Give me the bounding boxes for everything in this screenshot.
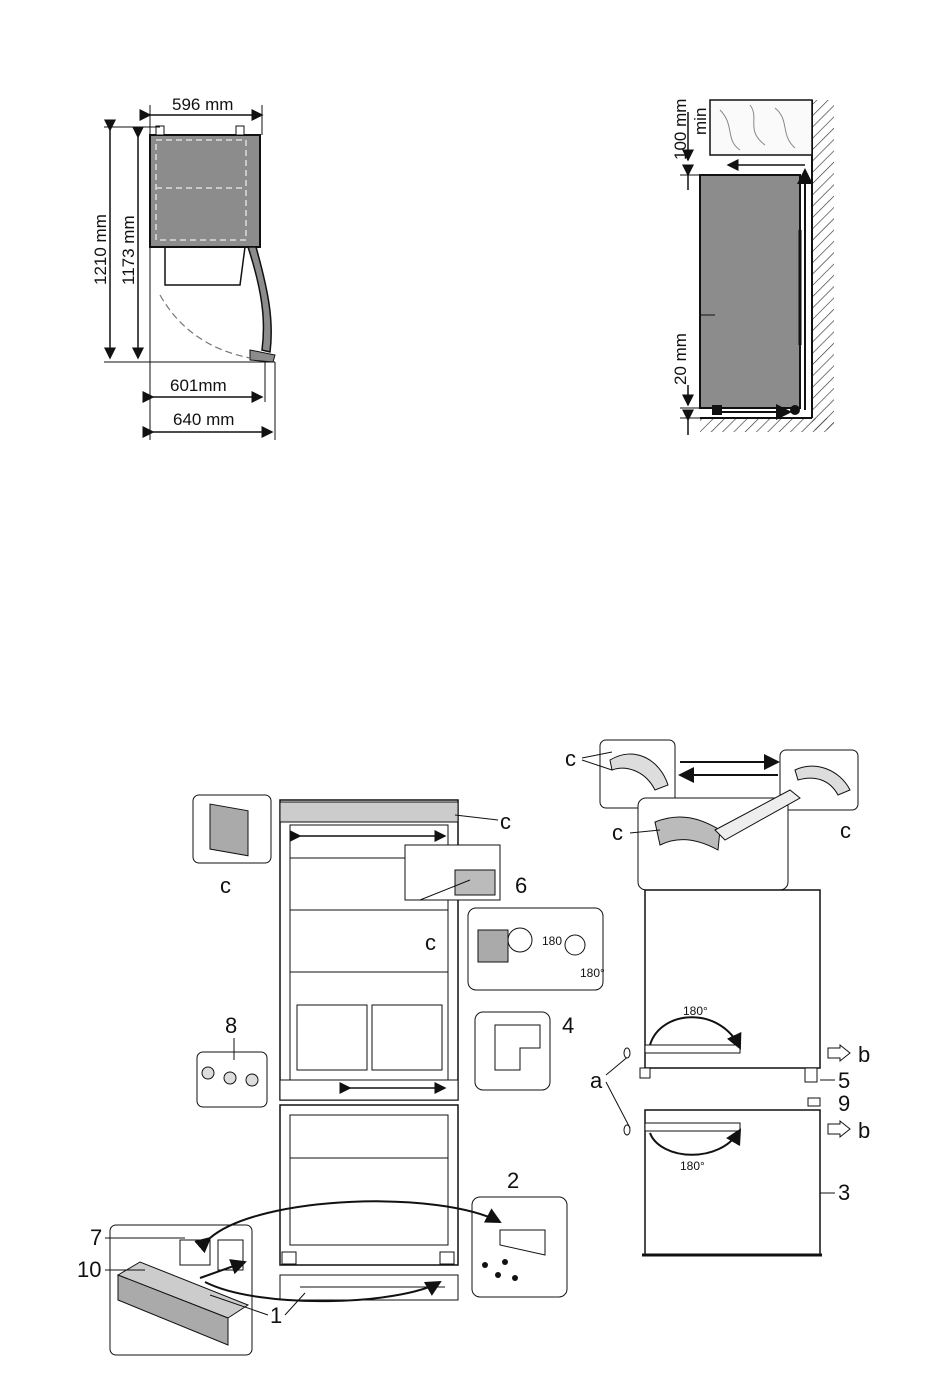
callout-c-top-center: c <box>500 809 511 834</box>
gap-bottom-label: 20 mm <box>671 333 690 385</box>
angle-180-small: 180° <box>580 966 605 980</box>
gap-top-label: 100 mm <box>671 99 690 160</box>
callout-c-top-left: c <box>220 873 231 898</box>
callout-b-lower: b <box>858 1118 870 1143</box>
appliance-body <box>700 175 800 408</box>
gap-min-label: min <box>691 108 710 135</box>
callout-8: 8 <box>225 1013 237 1038</box>
callout-7: 7 <box>90 1225 102 1250</box>
callout-c-covers-left: c <box>565 746 576 771</box>
dimension-side-view: 596 mm 1210 mm 1173 mm 601mm 640 mm <box>91 95 275 440</box>
callout-2: 2 <box>507 1168 519 1193</box>
angle-180-hinge: 180 <box>542 934 562 948</box>
angle-180-upper: 180° <box>683 1004 708 1018</box>
callout-4: 4 <box>562 1013 574 1038</box>
callout-6: 6 <box>515 873 527 898</box>
callout-a: a <box>590 1068 603 1093</box>
callout-b-upper: b <box>858 1042 870 1067</box>
floor <box>700 418 834 432</box>
angle-180-lower: 180° <box>680 1159 705 1173</box>
depth-label: 601mm <box>170 376 227 395</box>
callout-c-screwdriver: c <box>612 820 623 845</box>
callout-c-hinge: c <box>425 930 436 955</box>
fridge-lower-cabinet <box>280 1105 458 1265</box>
depth-open-label: 640 mm <box>173 410 234 429</box>
callout-1: 1 <box>270 1303 282 1328</box>
callout-10: 10 <box>77 1257 101 1282</box>
ventilation-diagram: 100 mm min 20 mm <box>671 99 834 435</box>
upper-door <box>645 890 820 1068</box>
freezer-cabinet <box>150 135 260 247</box>
lower-door <box>645 1110 820 1255</box>
width-label: 596 mm <box>172 95 233 114</box>
callout-5: 5 <box>838 1068 850 1093</box>
height-outer-label: 1210 mm <box>91 214 110 285</box>
callout-c-covers-right: c <box>840 818 851 843</box>
open-door <box>248 247 271 352</box>
door-reversal-diagram: c c 6 c 180 180° 8 4 2 <box>77 740 870 1355</box>
height-inner-label: 1173 mm <box>119 215 138 285</box>
wall <box>812 100 834 430</box>
worktop <box>710 100 812 155</box>
callout-9: 9 <box>838 1091 850 1116</box>
callout-3: 3 <box>838 1180 850 1205</box>
